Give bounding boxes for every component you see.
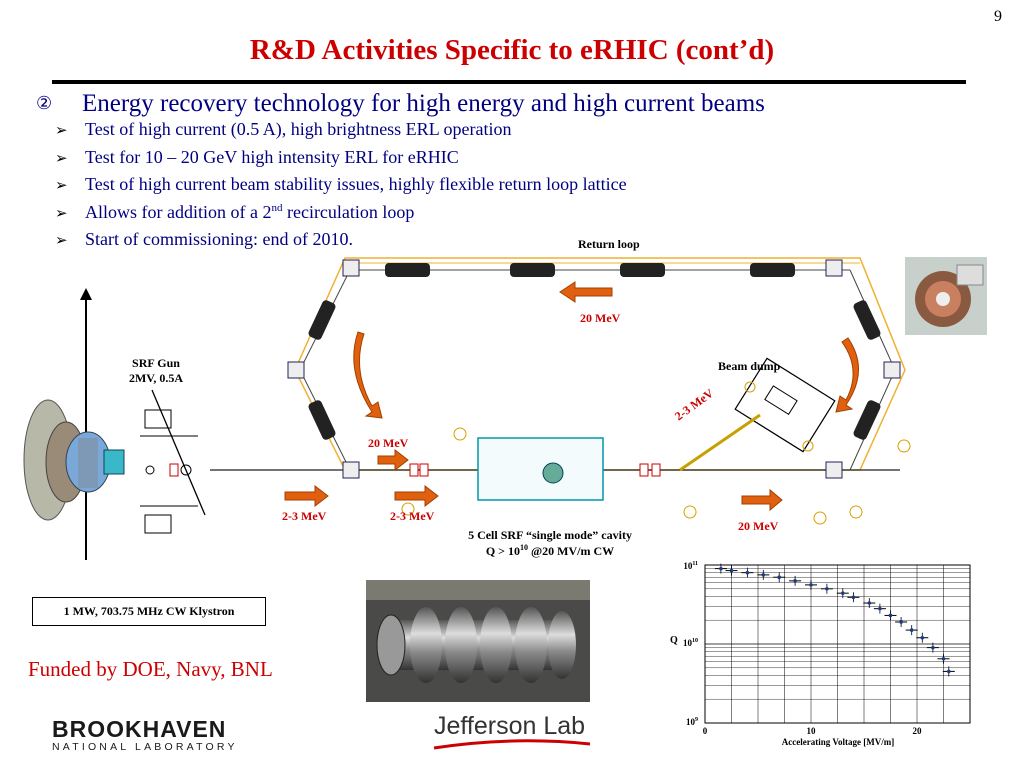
bullet-item: ➢ Allows for addition of a 2nd recirculat… [55,202,627,230]
data-point [878,606,882,611]
data-point [899,620,903,624]
data-point [941,656,946,661]
arrow-right-icon [377,448,409,472]
data-point [809,583,813,587]
brookhaven-logo: BROOKHAVEN NATIONAL LABORATORY [52,716,238,753]
srf-gun-illustration [23,399,125,521]
x-tick-label: 10 [807,726,817,736]
data-point [793,579,797,583]
chart-grid [704,564,971,724]
top-magnets [385,263,795,277]
arrow-bullet-icon: ➢ [55,205,68,222]
bullet-list: ➢ Test of high current (0.5 A), high brig… [55,119,627,257]
data-point [761,573,766,577]
section-heading: ② Energy recovery technology for high ene… [36,90,765,118]
data-point [777,575,781,580]
bullet-text: Test of high current (0.5 A), high brigh… [85,119,512,139]
gun-photo [905,257,987,335]
bullet-item: ➢ Test of high current beam stability iss… [55,174,627,202]
energy-label-bottom-right: 20 MeV [738,519,779,533]
arrow-bullet-icon: ➢ [55,123,68,139]
arrow-bullet-icon: ➢ [55,150,68,167]
beam-dump [734,357,836,453]
data-point [825,586,829,591]
return-loop-label: Return loop [578,237,640,251]
data-point [745,570,750,575]
y-axis-label: Q [670,635,678,646]
bullet-text-after: recirculation loop [282,201,415,222]
beam-dump-label: Beam dump [718,359,781,373]
data-point [729,568,734,573]
klystron-label: 1 MW, 703.75 MHz CW Klystron [32,597,266,626]
arrow-bullet-icon: ➢ [55,233,68,249]
page-number: 9 [994,8,1002,25]
data-points [714,563,955,677]
bullet-item: ➢ Start of commissioning: end of 2010. [55,229,627,257]
srf-gun-label: SRF Gun 2MV, 0.5A [110,356,202,386]
srf-gun-spec: 2MV, 0.5A [128,371,184,385]
bnl-wordmark: BROOKHAVEN [52,716,227,742]
arc-magnets [308,300,881,440]
arrow-right-icon [284,484,329,508]
bullet-item: ➢ Test of high current (0.5 A), high brig… [55,119,627,147]
bnl-subtitle: NATIONAL LABORATORY [52,741,238,753]
data-point [851,595,856,600]
y-tick-label: 1010 [683,638,698,648]
erl-lattice-diagram [80,257,911,560]
corrector-markers [169,463,661,477]
dipole-magnets [287,259,901,479]
data-point [909,628,914,632]
bullet-text: Test of high current beam stability issu… [85,174,627,194]
title-divider [52,80,966,84]
jlab-swoosh-icon [433,739,591,750]
curved-arrow-icon [353,331,383,419]
x-tick-label: 0 [703,726,708,736]
cavity-caption-line2: Q > 1010 @20 MV/m CW [485,543,615,558]
arrow-right-icon [741,488,783,512]
funding-text: Funded by DOE, Navy, BNL [28,657,273,681]
arrow-left-icon [559,281,613,303]
pointer-arrowhead-icon [80,288,92,300]
slide-title: R&D Activities Specific to eRHIC (cont’d… [249,34,775,66]
energy-label-top: 20 MeV [580,311,621,325]
q-vs-voltage-chart: 1011 1010 109 Q 0 10 20 Accelerating Volta… [670,561,971,747]
srf-gun-title: SRF Gun [132,356,180,370]
energy-label-bottom-1: 2-3 MeV [282,509,327,523]
bullet-superscript: nd [271,201,283,214]
y-tick-label: 1011 [683,561,698,571]
energy-label-left: 20 MeV [368,436,409,450]
arrow-bullet-icon: ➢ [55,178,68,194]
cavity-photo [366,580,590,702]
bullet-item: ➢ Test for 10 – 20 GeV high intensity ERL… [55,147,627,175]
data-point [867,601,872,605]
data-point [920,635,925,640]
curved-arrow-icon [835,337,859,413]
jefferson-lab-logo: Jefferson Lab [434,712,586,740]
gun-schematic [140,409,198,534]
cavity-center [542,462,564,484]
arrow-right-icon [394,484,439,508]
data-point [931,645,935,650]
diagnostic-markers [401,381,911,525]
bullet-text: Allows for addition of a 2 [85,201,272,222]
data-point [841,591,845,595]
y-tick-label: 109 [686,717,698,727]
heading-text: Energy recovery technology for high ener… [82,90,765,117]
x-tick-labels: 0 10 20 [703,726,922,736]
x-axis-label: Accelerating Voltage [MV/m] [782,737,894,747]
dump-line [679,413,761,472]
bullet-text: Start of commissioning: end of 2010. [85,229,353,249]
cavity-caption: 5 Cell SRF “single mode” cavity Q > 1010… [440,528,660,559]
data-point [947,669,951,674]
cavity-caption-line1: 5 Cell SRF “single mode” cavity [468,528,632,542]
data-point [719,566,723,571]
data-point [888,613,893,618]
x-tick-label: 20 [913,726,923,736]
energy-label-bottom-2: 2-3 MeV [390,509,435,523]
circled-number: ② [36,93,53,113]
bullet-text: Test for 10 – 20 GeV high intensity ERL … [85,146,459,167]
flow-arrows [284,281,859,512]
gun-pointer [151,389,206,516]
srf-cavity-module [477,437,604,501]
